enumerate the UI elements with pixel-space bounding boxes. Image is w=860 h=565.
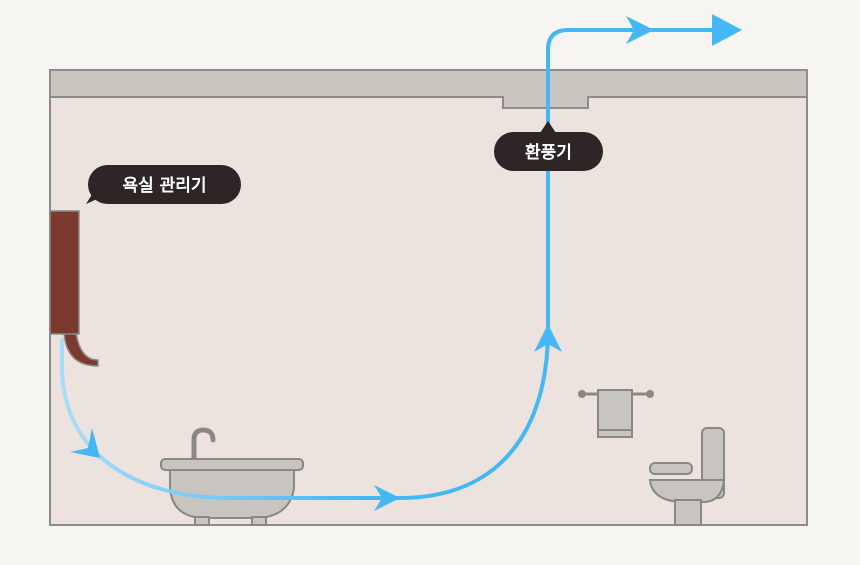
bathtub-icon	[160, 427, 304, 526]
ventilator-label: 환풍기	[494, 121, 603, 171]
ventilator-label-text: 환풍기	[525, 143, 572, 163]
ceiling	[49, 69, 808, 98]
arrow-icon	[374, 485, 400, 511]
arrow-icon	[712, 14, 742, 46]
bathroom-manager-device-icon	[49, 210, 99, 367]
arrow-icon	[534, 324, 562, 352]
bathroom-manager-label: 욕실 관리기	[86, 165, 241, 204]
arrow-icon	[70, 428, 100, 458]
arrow-icon	[626, 16, 654, 44]
toilet-icon	[648, 427, 726, 526]
room	[49, 69, 808, 526]
bathroom-manager-label-text: 욕실 관리기	[122, 176, 206, 196]
ventilator-housing	[502, 96, 589, 109]
towel-rack-icon	[578, 389, 654, 438]
